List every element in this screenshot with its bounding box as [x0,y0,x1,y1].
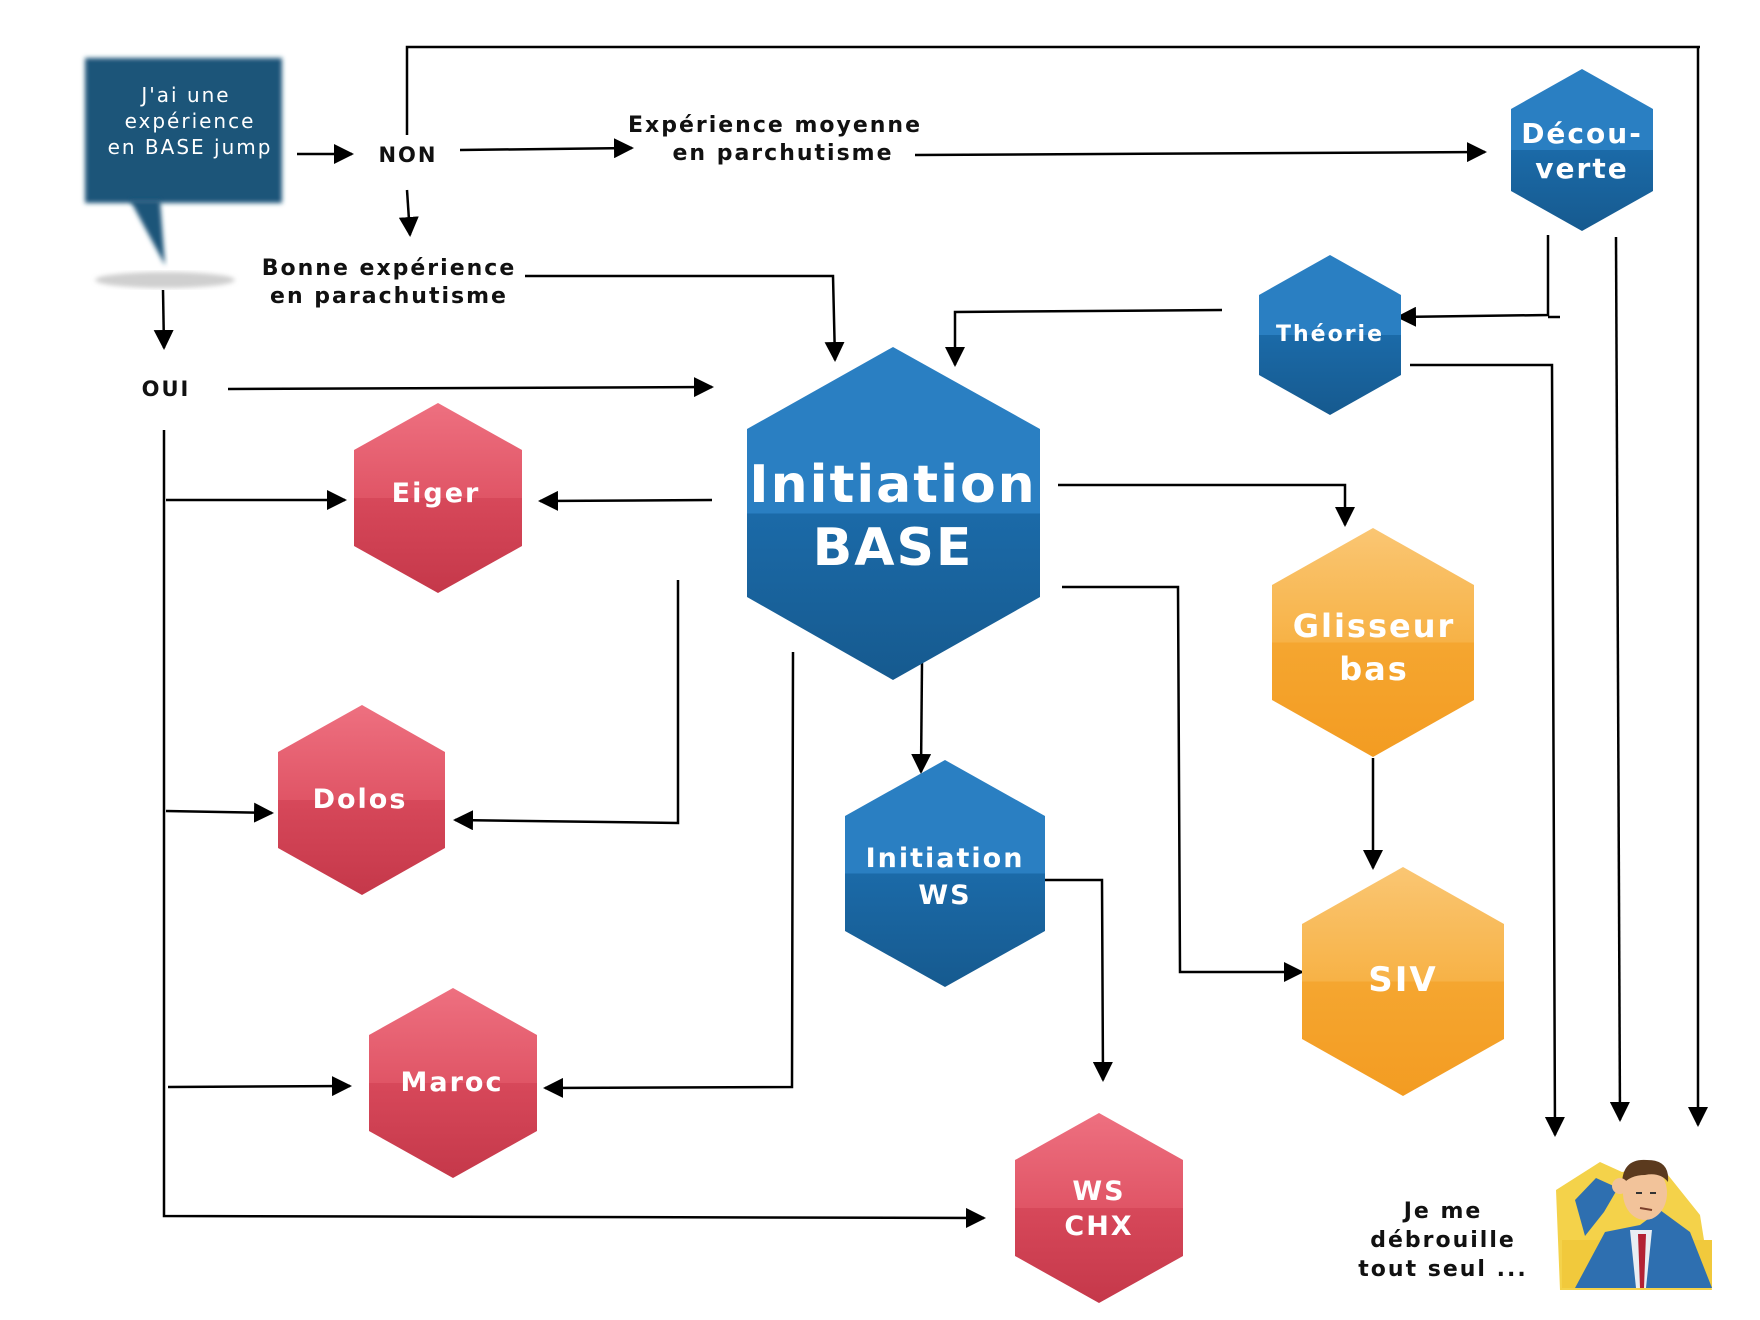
node-maroc-label: Maroc [401,1067,504,1098]
node-decouverte[interactable]: Décou- verte [1511,69,1653,231]
start-text-line1: J'ai une [139,83,230,107]
node-initiation-base[interactable]: Initiation BASE [747,347,1040,680]
node-initiation-ws[interactable]: Initiation WS [845,760,1045,987]
node-decouverte-line2: verte [1535,152,1628,185]
node-glisseur-line1: Glisseur [1293,607,1456,645]
node-initiation-base-line2: BASE [813,518,974,578]
node-ws-chx-line1: WS [1072,1176,1125,1207]
node-maroc[interactable]: Maroc [369,988,537,1178]
label-exp-moyenne-2: en parchutisme [672,141,893,166]
node-glisseur-bas[interactable]: Glisseur bas [1272,528,1474,757]
label-exp-moyenne-1: Expérience moyenne [628,113,922,138]
label-debrouille-2: débrouille [1370,1228,1516,1253]
node-initiation-base-line1: Initiation [749,455,1036,515]
node-siv-label: SIV [1368,960,1437,1000]
node-eiger[interactable]: Eiger [354,403,522,593]
label-debrouille-3: tout seul ... [1358,1257,1527,1282]
start-bubble: J'ai une expérience en BASE jump [85,58,282,288]
node-initiation-ws-line2: WS [918,880,971,911]
start-text-line3: en BASE jump [108,135,273,159]
node-decouverte-line1: Décou- [1521,117,1643,150]
label-non: NON [378,143,437,167]
node-initiation-ws-line1: Initiation [866,843,1025,874]
node-glisseur-line2: bas [1339,650,1409,688]
confused-man-illustration [1556,1159,1712,1290]
label-bonne-exp-2: en parachutisme [270,284,508,309]
connectors [153,45,1708,1228]
node-dolos-label: Dolos [313,784,408,815]
label-oui: OUI [142,377,191,401]
node-eiger-label: Eiger [392,478,481,509]
node-theorie[interactable]: Théorie [1259,255,1401,415]
label-bonne-exp-1: Bonne expérience [262,256,517,281]
node-ws-chx[interactable]: WS CHX [1015,1113,1183,1303]
node-dolos[interactable]: Dolos [278,705,445,895]
label-debrouille-1: Je me [1402,1199,1483,1224]
node-theorie-label: Théorie [1276,322,1384,347]
node-siv[interactable]: SIV [1302,867,1504,1096]
node-ws-chx-line2: CHX [1064,1211,1133,1242]
start-text-line2: expérience [125,109,256,133]
